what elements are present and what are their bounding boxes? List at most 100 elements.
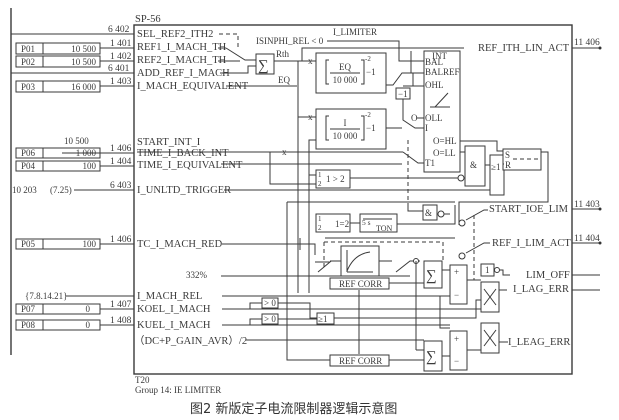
cmp-eq-in2: 2: [318, 224, 322, 232]
wire-gt0-1-out: [278, 302, 317, 319]
param-p08[interactable]: P08 0: [15, 319, 101, 331]
addr-p04: 1 404: [110, 157, 132, 167]
int-label: INT: [432, 51, 447, 61]
sum-symbol: ∑: [258, 58, 269, 74]
switch-start: [465, 209, 488, 221]
signal-sel-ref2: SEL_REF2_ITH2: [137, 29, 213, 40]
param-value: 100: [83, 161, 97, 171]
signal-p02: REF2_I_MACH_TH: [137, 55, 227, 66]
signal-p06: TIME_I_BACK_INT: [137, 148, 229, 159]
signal-add-ref: ADD_REF_I_MACH: [137, 68, 230, 79]
wire-ton-out: [397, 205, 456, 225]
out-start-ioe: START_IOE_LIM: [489, 204, 569, 215]
addr-p05: 1 406: [110, 235, 132, 245]
ohl-label: OHL: [425, 80, 444, 90]
or-gate: [489, 154, 505, 196]
inverter-circle-1: [457, 174, 465, 182]
param-p03[interactable]: P03 16 000: [15, 80, 101, 93]
mach-rel-left: {7.8.14.21}: [25, 291, 67, 301]
frac1-minus1: −1: [366, 67, 376, 77]
terminal-11403: [598, 207, 602, 211]
integrator-icon: [430, 92, 450, 108]
ton-label: TON: [376, 224, 393, 233]
param-id: P03: [21, 82, 36, 92]
wire-refcorr2-in: [286, 330, 330, 361]
param-p07[interactable]: P07 0: [15, 303, 101, 315]
terminal-11406: [598, 46, 602, 50]
r-label: R: [505, 160, 511, 170]
multiply-icon-2: [483, 329, 497, 347]
wire-cmp: [269, 152, 316, 185]
wire-hl-s: [460, 140, 503, 152]
addr-p06: 1 406: [110, 144, 132, 154]
i-limiter-label: I_LIMITER: [333, 27, 377, 37]
t1-label: T1: [425, 158, 435, 168]
signal-p08: KUEL_I_MACH: [137, 320, 211, 331]
switch-ref-lim: [465, 242, 490, 254]
timer-label: 5 s: [362, 218, 371, 227]
inverter-circle-2: [437, 210, 445, 218]
int-block: [423, 50, 461, 173]
addr-p08: 1 408: [110, 316, 132, 326]
signal-start-int: START_INT_I: [137, 137, 201, 148]
param-id: P06: [21, 148, 36, 158]
frac1-exp: -2: [365, 55, 371, 63]
ref-corr-label-2: REF CORR: [339, 356, 382, 366]
out-ref-i-lim: REF_I_LIM_ACT: [492, 238, 571, 249]
param-value: 16 000: [71, 82, 96, 92]
sel-ref2-control: [219, 33, 239, 50]
p06-note-above: 10 500: [64, 136, 89, 146]
param-p04[interactable]: P04 100: [15, 160, 101, 172]
out-lim-off: LIM_OFF: [526, 270, 570, 281]
not-label: 1: [485, 265, 490, 275]
param-value: 10 500: [71, 44, 96, 54]
wire-gt0-1-in: [249, 302, 262, 309]
frac2-den: 10 000: [333, 131, 358, 141]
multiply-icon-1: [483, 288, 497, 306]
rth-label: Rth: [276, 49, 290, 59]
plus-1: +: [454, 267, 459, 277]
param-p02[interactable]: P02 10 500: [15, 55, 101, 68]
block-name: SP-56: [135, 14, 161, 25]
addr-p03: 1 403: [110, 77, 132, 87]
param-id: P02: [21, 57, 35, 67]
addr-add-ref: 6 401: [108, 64, 130, 74]
sum-symbol-3: ∑: [426, 349, 437, 365]
switch-t1: [402, 151, 424, 164]
not-circle: [494, 267, 500, 273]
or-label-2: ≥1: [318, 314, 327, 324]
bal-label: BAL: [425, 57, 443, 67]
switch-bal: [386, 72, 424, 86]
signal-p07: KOEL_I_MACH: [137, 304, 211, 315]
sum-block-2: [423, 260, 443, 289]
wire-lim-off: [500, 269, 510, 276]
addr-unltd: 6 403: [110, 181, 132, 191]
addr-11406: 11 406: [574, 38, 600, 48]
minus-1: −: [454, 290, 459, 300]
wire-tc: [222, 243, 316, 255]
cmp-gt-block: [315, 169, 351, 189]
i-label: I: [425, 123, 428, 133]
out-i-lag-err: I_LAG_ERR: [513, 284, 569, 295]
dash-filter-ctrl: [324, 241, 444, 262]
oll-label: OLL: [425, 113, 443, 123]
bracket-1: [325, 59, 365, 85]
bracket-2: [325, 115, 365, 141]
sum-block: [255, 53, 275, 75]
diff-block-1: [449, 264, 468, 305]
and-label-2: &: [425, 208, 432, 218]
and-label-1: &: [470, 160, 477, 170]
cmp-gt-in2: 2: [318, 180, 322, 188]
param-value: 100: [83, 239, 97, 249]
out-i-leag-err: I_LEAG_ERR: [508, 337, 570, 348]
footer-group: Group 14: IE LIMITER: [135, 385, 221, 395]
figure-caption: 图2 新版定子电流限制器逻辑示意图: [190, 401, 397, 417]
lag-curve-icon: [346, 250, 373, 273]
param-p05[interactable]: P05 100: [15, 238, 101, 250]
wire-and2-in: [407, 205, 423, 212]
addr-11403: 11 403: [574, 200, 600, 210]
cmp-eq-in1: 1: [318, 215, 322, 223]
param-p01[interactable]: P01 10 500: [15, 42, 101, 55]
switch-filter-in: [315, 261, 332, 273]
and-gate-2: [422, 204, 438, 221]
